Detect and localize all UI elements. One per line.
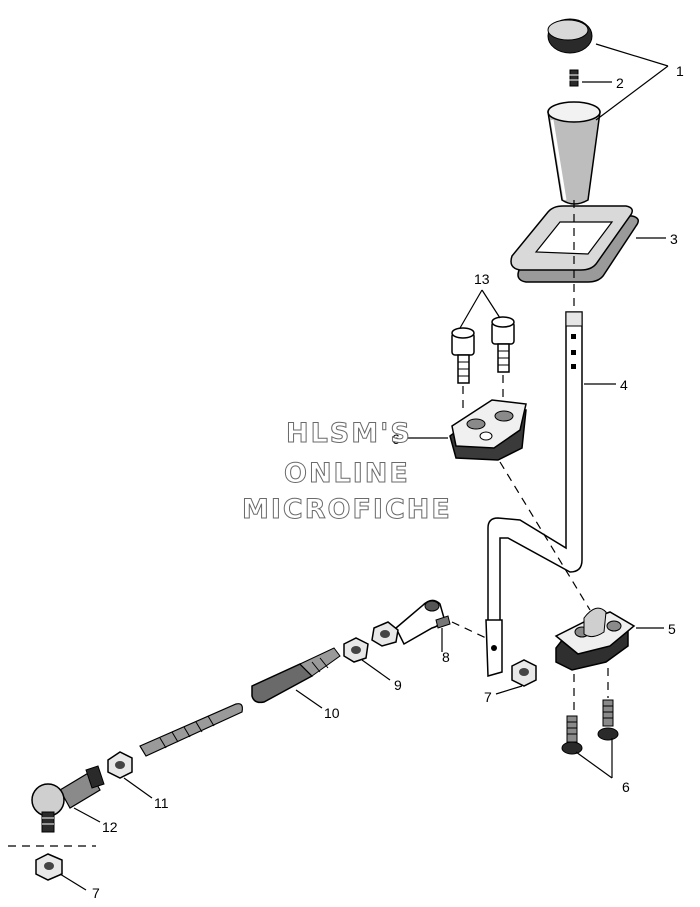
assembly-centerline-2	[499, 461, 591, 611]
bolt-left	[451, 327, 475, 384]
watermark-line-3: MICROFICHE	[242, 494, 452, 525]
watermark-line-2: ONLINE	[284, 458, 410, 489]
bolt-right	[491, 316, 515, 373]
set-screw	[568, 69, 580, 87]
leader-lines	[59, 43, 669, 891]
jam-nut-9	[371, 621, 399, 647]
nut-7-lower	[35, 853, 63, 881]
callout-8: 8	[442, 649, 450, 665]
callout-4: 4	[620, 377, 628, 393]
push-rod-sleeve	[251, 647, 341, 704]
callout-11: 11	[154, 795, 169, 811]
lower-screw-right	[597, 699, 619, 741]
watermark-line-1: HLSM'S	[286, 418, 412, 449]
callout-7-upper: 7	[484, 689, 492, 705]
lower-screw-left	[561, 715, 583, 755]
upper-bracket-plate	[449, 399, 527, 461]
callout-13: 13	[474, 271, 490, 287]
callout-12: 12	[102, 819, 118, 835]
shift-knob-cap	[547, 18, 593, 54]
watermark: HLSM'S ONLINE MICROFICHE	[242, 418, 452, 526]
callout-6-lower: 6	[622, 779, 630, 795]
nut-7-upper	[511, 659, 537, 687]
rod-end-eye	[395, 599, 451, 646]
ball-joint	[31, 765, 105, 833]
callout-5: 5	[668, 621, 676, 637]
pivot-block	[554, 607, 636, 671]
callout-2: 2	[616, 75, 624, 91]
shift-boot-gasket	[510, 205, 639, 283]
callout-6-upper: 6	[392, 431, 400, 447]
shift-knob-handle	[547, 101, 601, 205]
threaded-rod	[139, 703, 243, 757]
jam-nut-9b	[343, 637, 369, 663]
callout-9: 9	[394, 677, 402, 693]
jam-nut-11	[107, 751, 133, 779]
callout-3: 3	[670, 231, 678, 247]
callout-10: 10	[324, 705, 340, 721]
callout-7-lower: 7	[92, 885, 100, 901]
callout-1: 1	[676, 63, 684, 79]
